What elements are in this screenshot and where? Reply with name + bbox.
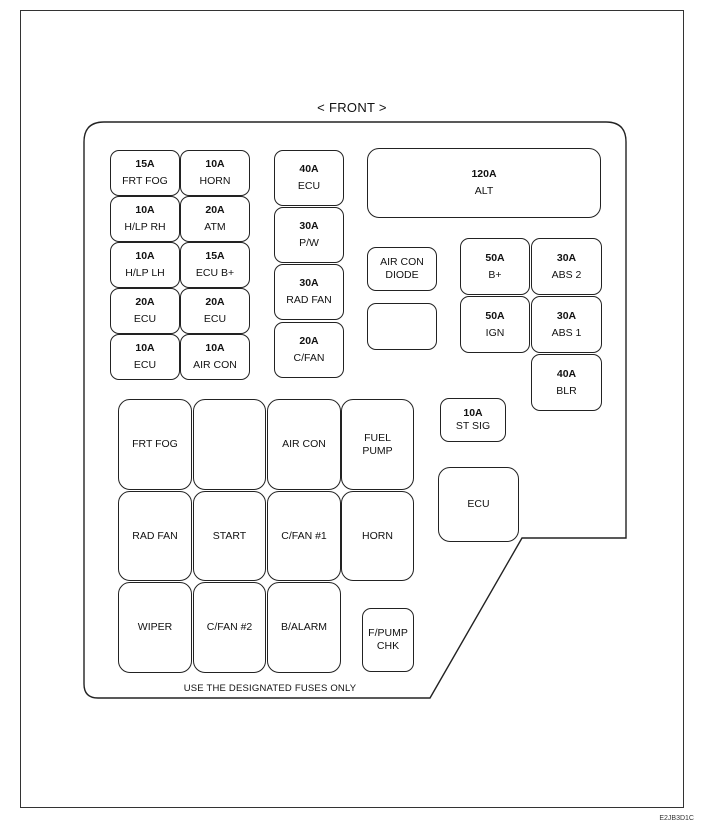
fuse-label: ABS 1	[551, 326, 582, 339]
relay-empty[interactable]	[193, 399, 266, 490]
fuse-label: H/LP LH	[125, 267, 165, 279]
fuse-label: H/LP RH	[124, 221, 166, 233]
image-code: E2JB3D1C	[659, 815, 694, 822]
fuse-amp: 20A	[299, 335, 319, 347]
fuse-label: ATM	[204, 221, 226, 233]
fuse-label: ECU	[133, 313, 157, 325]
fuse-label: FRT FOG	[122, 175, 168, 187]
fuse-amp: 20A	[135, 296, 155, 308]
fuse-hlp-lh[interactable]: 10A H/LP LH	[110, 242, 180, 288]
fuse-label: RAD FAN	[286, 294, 332, 306]
relay-label: FRT FOG	[132, 438, 178, 450]
connector-label: F/PUMP CHK	[368, 627, 408, 652]
fuse-ecu-left-1[interactable]: 20A ECU	[110, 288, 180, 334]
fuse-amp: 40A	[556, 367, 577, 380]
diode-label: AIR CON DIODE	[380, 256, 424, 281]
fuse-abs-2[interactable]: 30A ABS 2	[531, 238, 602, 295]
relay-label: C/FAN #2	[206, 621, 253, 633]
fuse-atm[interactable]: 20A ATM	[180, 196, 250, 242]
relay-label: FUEL PUMP	[362, 431, 393, 457]
fuse-label: C/FAN	[293, 352, 325, 364]
fuse-amp: 40A	[299, 163, 319, 175]
relay-wiper[interactable]: WIPER	[118, 582, 192, 673]
fuse-amp: 30A	[556, 309, 577, 322]
fuse-c-fan[interactable]: 20A C/FAN	[274, 322, 344, 378]
fuse-ecu-left-3[interactable]: 10A ECU	[110, 334, 180, 380]
fuse-label: ALT	[474, 185, 494, 197]
fuse-amp: 30A	[299, 220, 319, 232]
fuse-amp: 10A	[463, 407, 483, 419]
fuse-ecu-left-2[interactable]: 20A ECU	[180, 288, 250, 334]
fuse-hlp-rh[interactable]: 10A H/LP RH	[110, 196, 180, 242]
fuse-rad-fan[interactable]: 30A RAD FAN	[274, 264, 344, 320]
relay-c-fan-1[interactable]: C/FAN #1	[267, 491, 341, 581]
relay-c-fan-2[interactable]: C/FAN #2	[193, 582, 266, 673]
fuse-label: ECU	[297, 180, 321, 192]
relay-ecu[interactable]: ECU	[438, 467, 519, 542]
fuse-air-con[interactable]: 10A AIR CON	[180, 334, 250, 380]
connector-fpump-chk[interactable]: F/PUMP CHK	[362, 608, 414, 672]
relay-label: RAD FAN	[132, 529, 178, 542]
footer-note: USE THE DESIGNATED FUSES ONLY	[183, 683, 357, 694]
fuse-amp: 20A	[205, 204, 225, 216]
fuse-label: ECU B+	[195, 267, 235, 279]
fuse-blr[interactable]: 40A BLR	[531, 354, 602, 411]
diagram-frame	[20, 10, 684, 808]
fuse-label: ECU	[133, 359, 157, 371]
relay-label: HORN	[362, 529, 393, 542]
relay-b-alarm[interactable]: B/ALARM	[267, 582, 341, 673]
fuse-amp: 10A	[135, 250, 155, 262]
relay-label: ECU	[467, 498, 490, 510]
fuse-amp: 15A	[205, 250, 225, 262]
fuse-amp: 20A	[205, 296, 225, 308]
relay-start[interactable]: START	[193, 491, 266, 581]
fuse-label: BLR	[556, 384, 577, 397]
fuse-frt-fog[interactable]: 15A FRT FOG	[110, 150, 180, 196]
fuse-amp: 10A	[135, 204, 155, 216]
fuse-label: ECU	[203, 313, 227, 325]
fuse-amp: 30A	[299, 277, 319, 289]
fuse-amp: 30A	[556, 251, 577, 264]
fuse-amp: 10A	[205, 158, 225, 170]
fuse-pw[interactable]: 30A P/W	[274, 207, 344, 263]
front-label: < FRONT >	[317, 100, 387, 115]
fuse-amp: 50A	[485, 251, 505, 264]
fuse-ecu-40a[interactable]: 40A ECU	[274, 150, 344, 206]
fuse-abs-1[interactable]: 30A ABS 1	[531, 296, 602, 353]
relay-label: START	[212, 529, 247, 542]
fuse-amp: 50A	[485, 309, 505, 322]
relay-label: AIR CON	[282, 438, 326, 450]
fuse-alt[interactable]: 120A ALT	[367, 148, 601, 218]
fuse-label: P/W	[299, 237, 319, 249]
air-con-diode[interactable]: AIR CON DIODE	[367, 247, 437, 291]
fuse-label: HORN	[199, 175, 231, 187]
relay-label: B/ALARM	[280, 621, 328, 633]
fuse-ign[interactable]: 50A IGN	[460, 296, 530, 353]
fuse-label: B+	[488, 268, 502, 281]
fuse-amp: 10A	[205, 342, 225, 354]
fuse-amp: 10A	[135, 342, 155, 354]
relay-horn[interactable]: HORN	[341, 491, 414, 581]
fuse-amp: 15A	[135, 158, 155, 170]
fuse-amp: 120A	[471, 168, 497, 180]
fuse-label: ABS 2	[551, 268, 582, 281]
relay-fuel-pump[interactable]: FUEL PUMP	[341, 399, 414, 490]
fuse-label: ST SIG	[455, 420, 491, 432]
fuse-label: AIR CON	[193, 359, 237, 371]
relay-rad-fan[interactable]: RAD FAN	[118, 491, 192, 581]
relay-frt-fog[interactable]: FRT FOG	[118, 399, 192, 490]
relay-air-con[interactable]: AIR CON	[267, 399, 341, 490]
fuse-b-plus[interactable]: 50A B+	[460, 238, 530, 295]
fuse-horn[interactable]: 10A HORN	[180, 150, 250, 196]
empty-slot[interactable]	[367, 303, 437, 350]
fuse-st-sig[interactable]: 10A ST SIG	[440, 398, 506, 442]
fuse-label: IGN	[485, 326, 505, 339]
relay-label: WIPER	[137, 621, 173, 633]
relay-label: C/FAN #1	[281, 529, 327, 542]
fuse-ecu-b-plus[interactable]: 15A ECU B+	[180, 242, 250, 288]
